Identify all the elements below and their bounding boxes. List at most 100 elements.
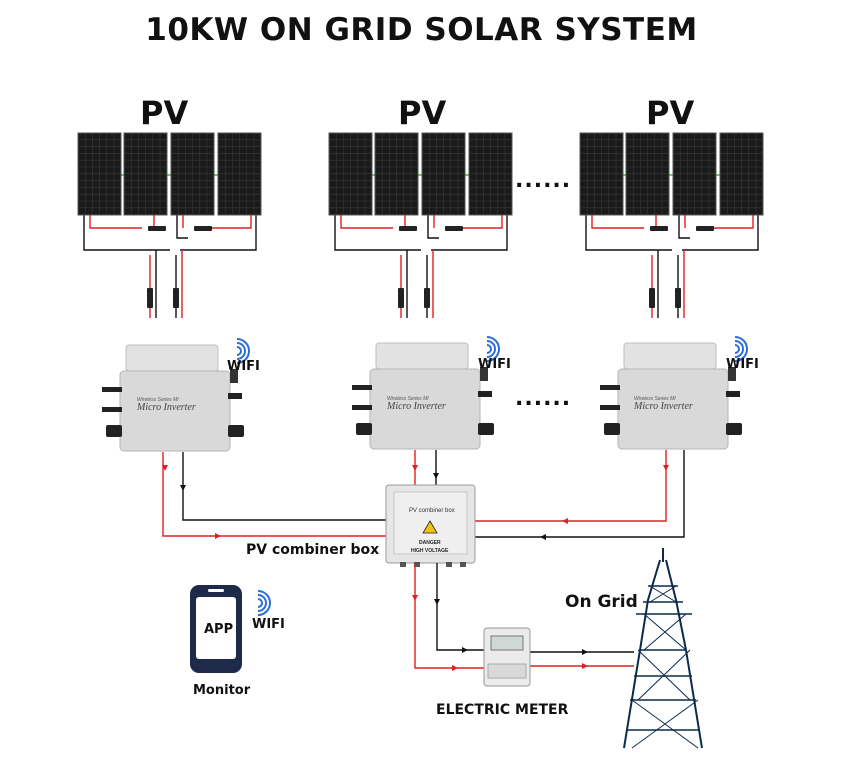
meter-display <box>490 635 524 651</box>
inverter-cable-icon <box>478 391 492 397</box>
wifi-icon <box>734 344 740 354</box>
app-screen-text: APP <box>204 622 234 637</box>
flow-arrow <box>540 534 546 540</box>
combiner-box <box>385 484 476 567</box>
tower-brace <box>649 585 677 603</box>
flow-arrow <box>162 465 168 471</box>
inverter-mount-bracket <box>623 342 717 370</box>
ac-connector-icon <box>228 425 244 437</box>
inverter-cable-icon <box>480 367 488 381</box>
flow-arrow <box>663 465 669 471</box>
pv-label-2: PV <box>398 94 447 132</box>
panel-wire-negative <box>431 215 508 251</box>
solar-panel-3-3 <box>672 132 717 216</box>
inverter-cable-icon <box>102 407 122 412</box>
phone-speaker <box>208 589 224 592</box>
solar-panel-2-2 <box>374 132 419 216</box>
inverter-cable-icon <box>352 405 372 410</box>
panel-wire-positive <box>463 215 503 229</box>
flow-arrow <box>582 663 588 669</box>
pv-group-2 <box>334 174 508 450</box>
panel-wire-negative <box>427 215 439 239</box>
ac-connector-icon <box>356 423 372 435</box>
inverter-1-output-negative <box>182 452 386 521</box>
ac-connector-icon <box>604 423 620 435</box>
wifi-icon <box>734 340 744 358</box>
electric-meter-label: ELECTRIC METER <box>436 702 569 718</box>
inverter-cable-icon <box>726 391 740 397</box>
inverter-2-subtext: Wireless Series MI <box>387 396 429 402</box>
inverter-mount-bracket <box>375 342 469 370</box>
combiner-box-warning-2: HIGH VOLTAGE <box>411 548 449 554</box>
flow-arrow <box>582 649 588 655</box>
panels-ellipsis: ...... <box>515 168 572 193</box>
mc4-connector-icon <box>649 288 655 308</box>
wifi-icon <box>257 594 267 612</box>
wifi-icon <box>486 344 492 354</box>
solar-panel-3-1 <box>579 132 624 216</box>
inverter-cable-icon <box>600 385 620 390</box>
cable-gland-icon <box>414 562 420 567</box>
panel-wire-positive <box>591 215 644 229</box>
solar-panel-2-1 <box>328 132 373 216</box>
solar-panel-2-4 <box>468 132 513 216</box>
solar-panel-1-1 <box>77 132 122 216</box>
cable-gland-icon <box>446 562 452 567</box>
combiner-output-negative <box>436 563 484 651</box>
ac-output-wiring <box>162 450 685 540</box>
inverter-1-output-positive <box>162 452 386 537</box>
panel-wire-positive <box>89 215 142 229</box>
inverter-1-subtext: Wireless Series MI <box>137 397 179 403</box>
meter-terminal-block <box>487 663 527 679</box>
ac-connector-icon <box>106 425 122 437</box>
panel-wire-negative <box>176 215 188 239</box>
mc4-connector-icon <box>147 288 153 308</box>
inverter-3-output-positive <box>474 450 667 522</box>
flow-arrow <box>434 599 440 605</box>
mc4-connector-icon <box>675 288 681 308</box>
tower-brace <box>631 699 699 749</box>
inverter-3-wifi-label: WIFI <box>726 357 759 372</box>
panel-wire-positive <box>714 215 754 229</box>
mc4-connector-icon <box>445 226 463 231</box>
solar-panel-3-2 <box>625 132 670 216</box>
panel-wire-negative <box>334 215 421 251</box>
app-phone <box>190 585 271 673</box>
transmission-tower-icon <box>623 559 661 749</box>
wifi-icon <box>257 598 263 608</box>
inverter-cable-icon <box>102 387 122 392</box>
pv-group-3 <box>585 174 759 450</box>
wifi-icon <box>486 336 500 362</box>
mc4-connector-icon <box>173 288 179 308</box>
inverter-cable-icon <box>228 393 242 399</box>
mc4-connector-icon <box>194 226 212 231</box>
electric-meter <box>483 627 531 687</box>
on-grid-label: On Grid <box>565 592 638 612</box>
inverter-cable-icon <box>352 385 372 390</box>
inverter-cable-icon <box>230 369 238 383</box>
tower-leg <box>665 559 703 749</box>
mc4-connector-icon <box>148 226 166 231</box>
wifi-icon <box>257 590 271 616</box>
tower-brace <box>637 649 691 701</box>
flow-arrow <box>412 465 418 471</box>
combiner-box-panel-title: PV combiner box <box>409 508 455 514</box>
combiner-box-label: PV combiner box <box>246 542 380 558</box>
ac-connector-icon <box>726 423 742 435</box>
mc4-connector-icon <box>696 226 714 231</box>
inverter-3-text: Micro Inverter <box>634 401 693 412</box>
warning-triangle-icon <box>422 520 438 534</box>
app-monitor-label: Monitor <box>193 683 251 698</box>
inverter-1-wifi-label: WIFI <box>227 359 260 374</box>
solar-panel-1-4 <box>217 132 262 216</box>
mc4-connector-icon <box>424 288 430 308</box>
combiner-output-positive <box>414 563 484 669</box>
solar-panel-1-2 <box>123 132 168 216</box>
tower-brace <box>643 613 687 651</box>
wifi-icon <box>734 336 748 362</box>
inverter-cable-icon <box>600 405 620 410</box>
inverter-2-wifi-label: WIFI <box>478 357 511 372</box>
mc4-connector-icon <box>399 226 417 231</box>
